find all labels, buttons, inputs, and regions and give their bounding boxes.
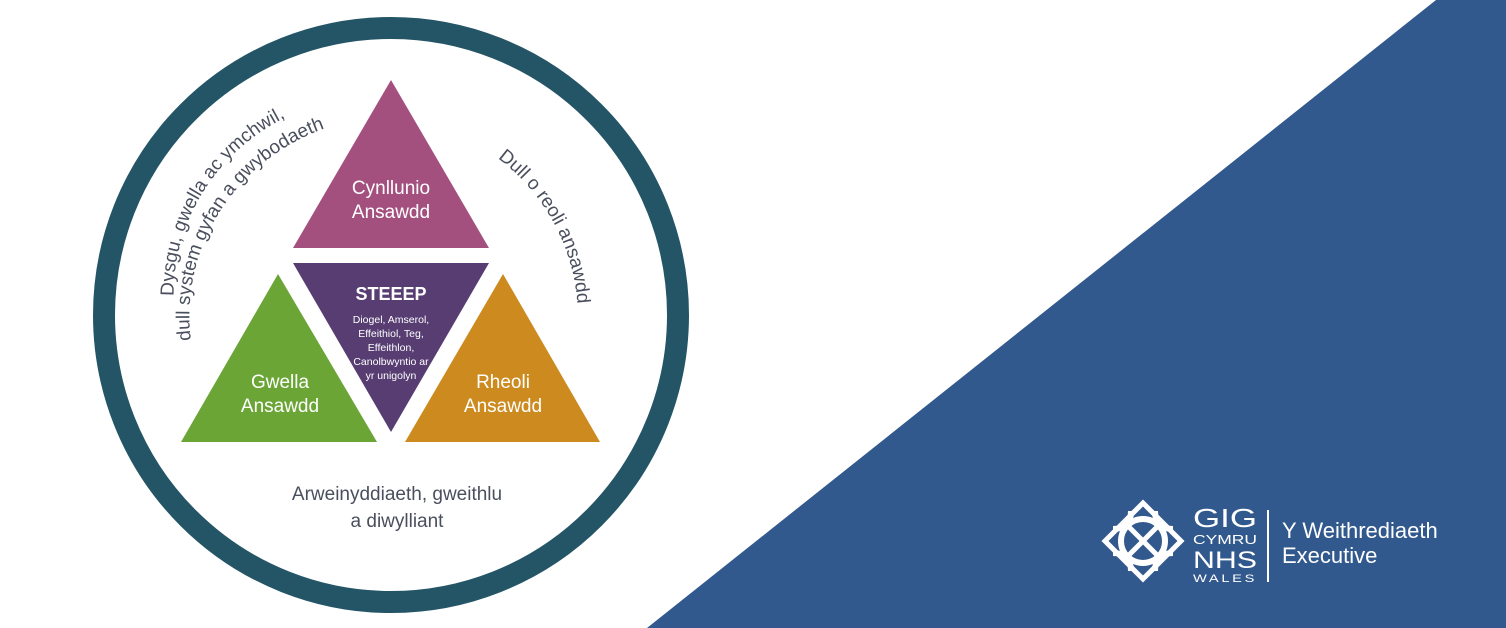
planning-label-line2: Ansawdd	[352, 202, 430, 223]
left-arc-text-line2: dull system gyfan a gwybodaeth	[173, 113, 326, 341]
right-arc-path: Dull o reoli ansawdd	[495, 145, 594, 304]
logo-organisation-name: Y Weithrediaeth Executive	[1282, 518, 1438, 568]
celtic-knot-icon	[1101, 499, 1185, 583]
right-arc-text: Dull o reoli ansawdd	[495, 145, 594, 304]
triangle-control	[405, 274, 600, 442]
steeep-line-3: Effeithlon,	[368, 342, 415, 354]
steeep-line-4: Canolbwyntio ar	[353, 356, 429, 368]
org-name-line2: Executive	[1282, 543, 1378, 568]
logo-nhs: NHS	[1193, 547, 1257, 574]
steeep-line-1: Diogel, Amserol,	[353, 314, 429, 326]
steeep-title: STEEEP	[355, 284, 426, 304]
logo-wales: WALES	[1193, 573, 1257, 585]
steeep-line-5: yr unigolyn	[366, 370, 417, 382]
improvement-label-line2: Ansawdd	[241, 396, 319, 417]
logo-gig: GIG	[1193, 503, 1257, 533]
bottom-text-line1: Arweinyddiaeth, gweithlu	[292, 484, 502, 505]
logo-cymru: CYMRU	[1193, 532, 1257, 547]
control-label-line1: Rheoli	[476, 372, 530, 393]
left-arc-line2-path: dull system gyfan a gwybodaeth	[173, 113, 326, 341]
bottom-text-line2: a diwylliant	[351, 511, 445, 532]
planning-label-line1: Cynllunio	[352, 178, 430, 199]
steeep-line-2: Effeithiol, Teg,	[358, 328, 424, 340]
blue-diagonal-banner	[647, 0, 1506, 628]
triangle-improvement	[181, 274, 377, 442]
org-name-line1: Y Weithrediaeth	[1282, 518, 1438, 543]
improvement-label-line1: Gwella	[251, 372, 310, 393]
quality-assurance-ring	[93, 17, 689, 613]
triangle-steeep	[293, 263, 489, 432]
triangle-planning	[293, 80, 489, 248]
control-label-line2: Ansawdd	[464, 396, 542, 417]
